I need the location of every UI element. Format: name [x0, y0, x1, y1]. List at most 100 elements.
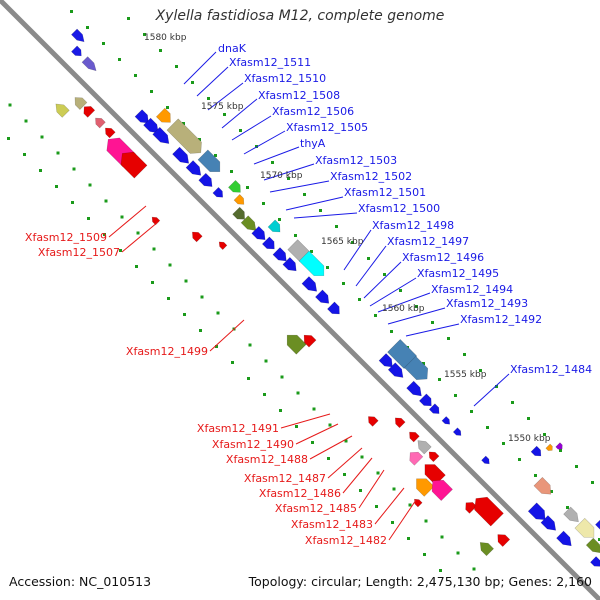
- tick-mark: [198, 138, 201, 141]
- tick-mark: [415, 305, 418, 308]
- tick-mark: [86, 26, 89, 29]
- leader-line: [209, 319, 245, 352]
- tick-mark: [422, 362, 425, 365]
- tick-mark: [360, 455, 364, 459]
- gene-label-xfasm12-1507: Xfasm12_1507: [38, 246, 120, 259]
- tick-mark: [167, 297, 170, 300]
- gene-feature: [418, 393, 432, 407]
- leader-line: [231, 115, 272, 141]
- leader-line: [473, 373, 510, 407]
- leader-line: [295, 423, 339, 445]
- tick-mark: [326, 266, 329, 269]
- tick-mark: [456, 551, 460, 555]
- gene-feature: [55, 103, 70, 118]
- tick-mark: [103, 233, 106, 236]
- scale-label-1560: 1560 kbp: [382, 304, 425, 314]
- tick-mark: [566, 506, 569, 509]
- leader-line: [269, 180, 330, 193]
- tick-mark: [424, 519, 428, 523]
- tick-mark: [246, 186, 249, 189]
- gene-feature: [474, 496, 504, 527]
- topology-value: Topology: circular; Length: 2,475,130 bp…: [248, 574, 592, 589]
- gene-feature: [232, 206, 245, 220]
- gene-feature: [83, 106, 96, 118]
- tick-mark: [518, 458, 521, 461]
- leader-line: [374, 487, 405, 525]
- tick-mark: [598, 538, 600, 541]
- gene-label-xfasm12-1485: Xfasm12_1485: [275, 502, 357, 515]
- tick-mark: [191, 81, 194, 84]
- tick-mark: [239, 129, 242, 132]
- gene-feature: [172, 146, 190, 164]
- gene-feature: [282, 257, 297, 272]
- gene-feature: [441, 416, 451, 425]
- tick-mark: [534, 474, 537, 477]
- gene-feature: [406, 380, 422, 397]
- tick-mark: [447, 337, 450, 340]
- gene-feature: [555, 442, 563, 450]
- tick-mark: [423, 553, 426, 556]
- tick-mark: [152, 247, 156, 251]
- tick-mark: [375, 505, 378, 508]
- tick-mark: [383, 273, 386, 276]
- gene-label-dnaK: dnaK: [218, 42, 247, 55]
- tick-mark: [278, 218, 281, 221]
- tick-mark: [264, 359, 268, 363]
- leader-line: [363, 261, 402, 299]
- gene-feature: [387, 362, 404, 378]
- tick-mark: [231, 361, 234, 364]
- gene-feature: [267, 219, 281, 233]
- gene-label-xfasm12-1500: Xfasm12_1500: [358, 202, 440, 215]
- tick-mark: [312, 407, 316, 411]
- gene-feature: [228, 179, 241, 193]
- leader-line: [121, 221, 159, 253]
- tick-mark: [470, 410, 473, 413]
- gene-feature: [151, 216, 161, 226]
- tick-mark: [287, 177, 290, 180]
- gene-label-xfasm12-1490: Xfasm12_1490: [212, 438, 294, 451]
- gene-label-thyA: thyA: [300, 137, 326, 150]
- tick-mark: [502, 442, 505, 445]
- gene-feature: [155, 107, 171, 123]
- tick-mark: [263, 393, 266, 396]
- gene-feature: [272, 247, 287, 262]
- gene-label-xfasm12-1488: Xfasm12_1488: [226, 453, 308, 466]
- tick-mark: [495, 385, 498, 388]
- tick-mark: [392, 487, 396, 491]
- gene-feature: [368, 416, 379, 427]
- gene-feature: [574, 517, 595, 538]
- gene-feature: [298, 250, 325, 277]
- tick-mark: [159, 49, 162, 52]
- tick-mark: [344, 439, 348, 443]
- tick-mark: [454, 394, 457, 397]
- tick-mark: [527, 417, 530, 420]
- gene-label-xfasm12-1509: Xfasm12_1509: [25, 231, 107, 244]
- tick-mark: [440, 535, 444, 539]
- tick-mark: [248, 343, 252, 347]
- tick-mark: [575, 465, 578, 468]
- tick-mark: [230, 170, 233, 173]
- tick-mark: [359, 489, 362, 492]
- gene-feature: [540, 515, 557, 531]
- gene-feature: [409, 451, 424, 466]
- gene-feature: [218, 241, 228, 251]
- leader-line: [358, 469, 385, 509]
- leader-line: [387, 307, 446, 325]
- scale-label-1565: 1565 kbp: [321, 237, 364, 247]
- gene-feature: [414, 498, 423, 508]
- leader-line: [263, 163, 315, 181]
- gene-feature: [481, 455, 490, 465]
- gene-feature: [303, 334, 317, 348]
- feature-blocks: [55, 28, 600, 567]
- gene-feature: [417, 440, 432, 455]
- gene-feature: [327, 301, 340, 315]
- tick-mark: [463, 353, 466, 356]
- tick-mark: [311, 441, 314, 444]
- gene-feature: [197, 149, 221, 173]
- gene-label-xfasm12-1484: Xfasm12_1484: [510, 363, 592, 376]
- tick-mark: [550, 490, 553, 493]
- gene-label-xfasm12-1501: Xfasm12_1501: [344, 186, 426, 199]
- gene-feature: [198, 172, 213, 187]
